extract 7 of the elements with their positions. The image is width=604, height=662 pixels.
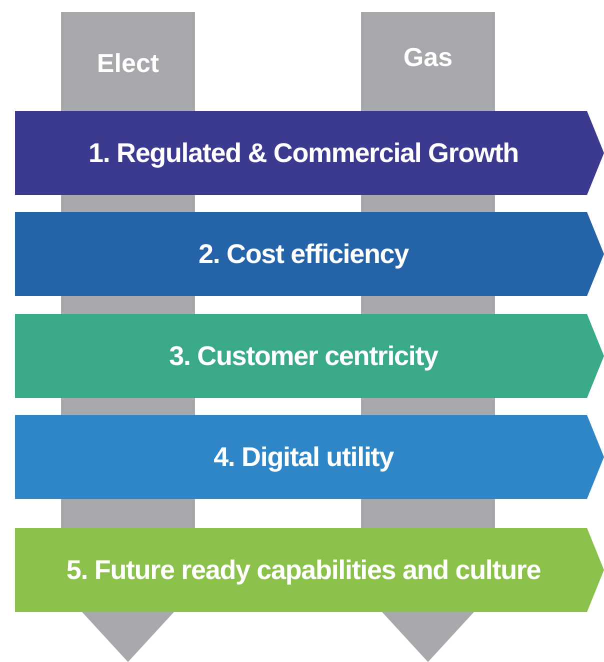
band-label: 2. Cost efficiency [198,238,410,271]
column-label: Elect [96,50,160,76]
band-label: 3. Customer centricity [169,340,440,373]
column-label: Gas [402,44,454,70]
band-label: 4. Digital utility [214,440,395,474]
band-label: 5. Future ready capabilities and culture [66,554,542,587]
band-label: 1. Regulated & Commercial Growth [88,136,520,170]
